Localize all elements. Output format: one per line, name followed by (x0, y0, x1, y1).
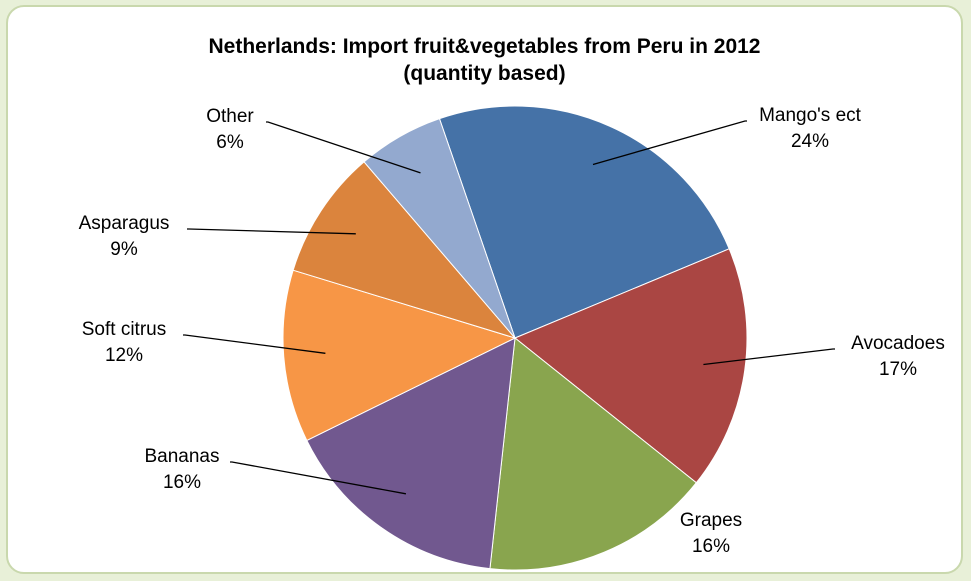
slice-percent-bananas: 16% (163, 472, 201, 493)
leader-line-other (266, 121, 421, 174)
chart-title-line2: (quantity based) (403, 62, 566, 85)
pie-slice-other (363, 118, 516, 339)
leader-line-avocadoes (703, 348, 835, 366)
slice-label-mango-s-ect: Mango's ect (759, 105, 862, 126)
slice-percent-other: 6% (216, 132, 244, 153)
slice-percent-soft-citrus: 12% (105, 345, 143, 366)
slice-percent-asparagus: 9% (110, 239, 138, 260)
chart-title-line1: Netherlands: Import fruit&vegetables fro… (208, 35, 761, 58)
slice-percent-grapes: 16% (692, 536, 730, 557)
slice-label-other: Other (206, 106, 254, 127)
pie-slice-soft-citrus (282, 269, 517, 442)
pie-slice-bananas (306, 337, 516, 570)
slice-label-avocadoes: Avocadoes (851, 333, 945, 354)
slice-label-soft-citrus: Soft citrus (82, 319, 166, 340)
pie-slice-grapes (489, 337, 698, 571)
slice-label-asparagus: Asparagus (79, 213, 170, 234)
slice-percent-avocadoes: 17% (879, 359, 917, 380)
pie-slice-mango-s-ect (438, 105, 730, 339)
leader-line-soft-citrus (183, 334, 326, 354)
leader-line-asparagus (187, 228, 356, 235)
pie-slice-avocadoes (514, 248, 748, 484)
leader-line-mango-s-ect (592, 120, 747, 166)
pie-slice-asparagus (292, 161, 517, 339)
slice-percent-mango-s-ect: 24% (791, 131, 829, 152)
leader-line-bananas (230, 461, 407, 495)
slice-label-grapes: Grapes (680, 510, 742, 531)
slice-label-bananas: Bananas (144, 446, 219, 467)
chart-title: Netherlands: Import fruit&vegetables fro… (8, 33, 961, 87)
